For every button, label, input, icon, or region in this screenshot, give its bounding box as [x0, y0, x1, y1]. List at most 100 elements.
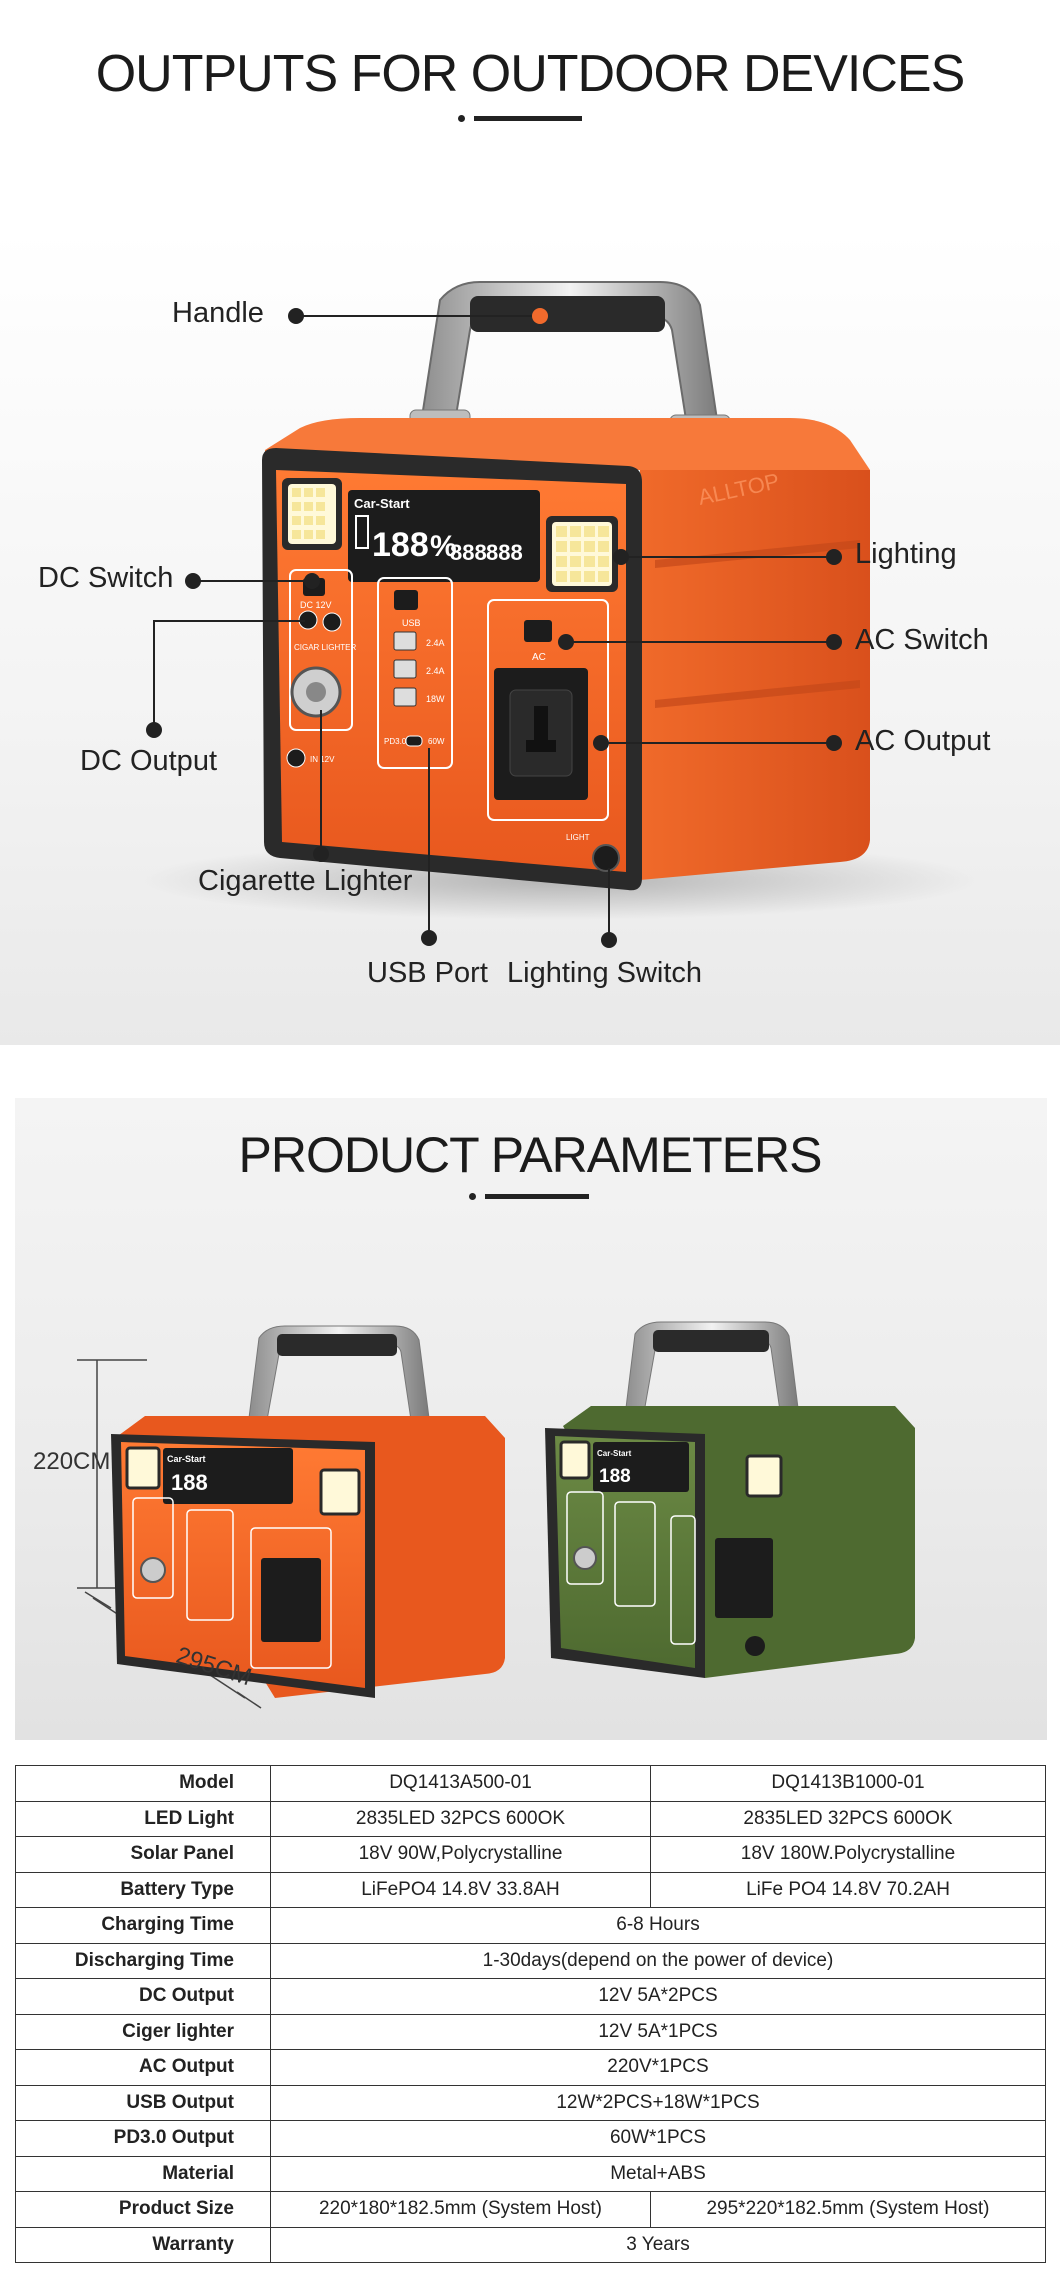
cigarette-dot: [313, 846, 329, 862]
usb-leader: [428, 748, 430, 938]
svg-text:PD3.0: PD3.0: [384, 737, 407, 746]
spec-key-cell: Model: [15, 1765, 271, 1802]
parameters-title-dot: [469, 1193, 476, 1200]
spec-value-cell-b: LiFe PO4 14.8V 70.2AH: [650, 1871, 1046, 1908]
spec-key-cell: Warranty: [15, 2226, 271, 2263]
spec-value-cell-a: LiFePO4 14.8V 33.8AH: [270, 1871, 651, 1908]
parameters-title: PRODUCT PARAMETERS: [238, 1127, 822, 1183]
spec-key-cell: LED Light: [15, 1800, 271, 1837]
svg-text:Car-Start: Car-Start: [167, 1454, 206, 1464]
svg-text:AC: AC: [532, 652, 546, 663]
spec-value-cell-a: DQ1413A500-01: [270, 1765, 651, 1802]
spec-value-cell: 1-30days(depend on the power of device): [270, 1942, 1046, 1979]
spec-key-cell: Solar Panel: [15, 1836, 271, 1873]
spec-value-cell-b: 2835LED 32PCS 600OK: [650, 1800, 1046, 1837]
dc-output-label: DC Output: [80, 745, 217, 777]
svg-text:IN 12V: IN 12V: [310, 755, 335, 764]
usb-dot: [421, 930, 437, 946]
spec-value-cell: 220V*1PCS: [270, 2049, 1046, 2086]
ac-switch-label: AC Switch: [855, 624, 989, 656]
spec-value-cell: 12W*2PCS+18W*1PCS: [270, 2084, 1046, 2121]
orange-model-graphic: Car-Start 188: [111, 1325, 505, 1698]
power-station-illustration: ALLTOP Car-Start 188 % 888 888: [140, 281, 980, 920]
spec-key-cell: Battery Type: [15, 1871, 271, 1908]
parameters-section: PRODUCT PARAMETERS Car-Start 188: [15, 1098, 1047, 1740]
svg-text:USB: USB: [402, 618, 421, 628]
spec-key-cell: PD3.0 Output: [15, 2120, 271, 2157]
svg-text:60W: 60W: [428, 737, 445, 746]
spec-value-cell: 3 Years: [270, 2226, 1046, 2263]
spec-key-cell: AC Output: [15, 2049, 271, 2086]
section-title: OUTPUTS FOR OUTDOOR DEVICES: [95, 45, 966, 103]
svg-text:Car-Start: Car-Start: [597, 1449, 632, 1458]
title-underline: [474, 116, 582, 121]
lighting-leader: [620, 556, 834, 558]
title-dot: [458, 115, 465, 122]
ac-switch-dot: [826, 634, 842, 650]
spec-key-cell: Material: [15, 2155, 271, 2192]
lighting-switch-label: Lighting Switch: [507, 957, 703, 989]
spec-value-cell-b: 18V 180W.Polycrystalline: [650, 1836, 1046, 1873]
lighting-end-dot: [826, 549, 842, 565]
spec-value-cell: 60W*1PCS: [270, 2120, 1046, 2157]
svg-text:DC 12V: DC 12V: [300, 600, 332, 610]
spec-value-cell-a: 220*180*182.5mm (System Host): [270, 2191, 651, 2228]
spec-value-cell: 6-8 Hours: [270, 1907, 1046, 1944]
ac-output-dot: [826, 735, 842, 751]
handle-label: Handle: [172, 297, 264, 329]
ac-output-leader: [600, 742, 836, 744]
spec-value-cell: 12V 5A*1PCS: [270, 2013, 1046, 2050]
dc-switch-leader: [192, 580, 312, 582]
green-model-graphic: Car-Start 188: [545, 1321, 915, 1678]
spec-value-cell-a: 18V 90W,Polycrystalline: [270, 1836, 651, 1873]
svg-text:CIGAR LIGHTER: CIGAR LIGHTER: [294, 643, 356, 652]
spec-key-cell: Charging Time: [15, 1907, 271, 1944]
svg-text:Car-Start: Car-Start: [354, 496, 410, 511]
svg-text:18W: 18W: [426, 694, 445, 704]
cigarette-lighter-label: Cigarette Lighter: [198, 865, 413, 897]
outputs-section: OUTPUTS FOR OUTDOOR DEVICES: [0, 0, 1060, 1045]
spec-key-cell: Discharging Time: [15, 1942, 271, 1979]
usb-port-label: USB Port: [367, 957, 488, 989]
dc-switch-label: DC Switch: [38, 562, 174, 594]
spec-value-cell: 12V 5A*2PCS: [270, 1978, 1046, 2015]
dc-output-leader-h: [153, 620, 305, 622]
spec-key-cell: USB Output: [15, 2084, 271, 2121]
ac-switch-target-dot: [558, 634, 574, 650]
svg-text:2.4A: 2.4A: [426, 666, 445, 676]
handle-target-dot: [532, 308, 548, 324]
ac-output-label: AC Output: [855, 725, 991, 757]
dc-output-leader-v: [153, 620, 155, 730]
light-switch-dot: [601, 932, 617, 948]
light-switch-leader: [608, 868, 610, 940]
height-dimension-label: 220CM: [33, 1448, 111, 1475]
svg-text:888: 888: [486, 540, 523, 565]
svg-text:188: 188: [599, 1466, 631, 1487]
spec-value-cell-b: DQ1413B1000-01: [650, 1765, 1046, 1802]
spec-key-cell: DC Output: [15, 1978, 271, 2015]
spec-value-cell-a: 2835LED 32PCS 600OK: [270, 1800, 651, 1837]
ac-switch-leader: [565, 641, 837, 643]
cigarette-leader: [320, 710, 322, 852]
svg-text:188: 188: [372, 526, 429, 564]
parameters-title-underline: [485, 1194, 589, 1199]
dc-switch-dot: [185, 573, 201, 589]
spec-value-cell: Metal+ABS: [270, 2155, 1046, 2192]
svg-text:888: 888: [450, 540, 487, 565]
ac-output-target-dot: [593, 735, 609, 751]
spec-value-cell-b: 295*220*182.5mm (System Host): [650, 2191, 1046, 2228]
